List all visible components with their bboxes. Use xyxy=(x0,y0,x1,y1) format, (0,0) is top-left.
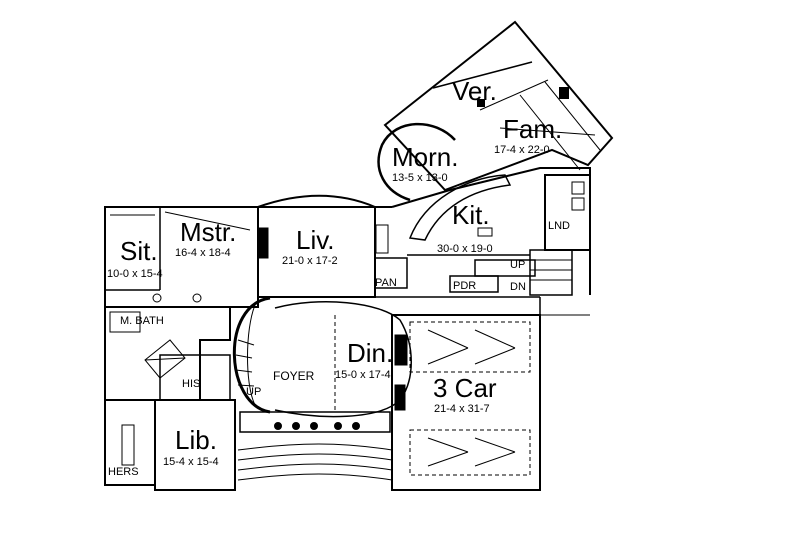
living-size: 21-0 x 17-2 xyxy=(282,255,338,267)
living-label: Liv. xyxy=(296,225,335,255)
foyer-stair xyxy=(232,296,271,414)
veranda-label: Ver. xyxy=(452,76,497,106)
hers-closet-label: HERS xyxy=(108,466,139,478)
family-size: 17-4 x 22-0 xyxy=(494,144,550,156)
garage-size: 21-4 x 31-7 xyxy=(434,403,490,415)
garage-walls xyxy=(391,314,541,491)
laundry-walls xyxy=(544,174,591,251)
powder-label: PDR xyxy=(453,280,476,292)
sitting-size: 10-0 x 15-4 xyxy=(107,268,163,280)
sitting-label: Sit. xyxy=(120,236,158,266)
dining-size: 15-0 x 17-4 xyxy=(335,369,391,381)
dining-label: Din. xyxy=(347,338,393,368)
library-size: 15-4 x 15-4 xyxy=(163,456,219,468)
foyer-dining-oval xyxy=(274,301,412,418)
morning-label: Morn. xyxy=(392,142,458,172)
morning-size: 13-5 x 13-0 xyxy=(392,172,448,184)
veranda-wing-outline xyxy=(383,20,614,192)
family-label: Fam. xyxy=(503,114,562,144)
kitchen-island xyxy=(408,174,512,241)
foyer-stair-up-label: UP xyxy=(246,386,261,398)
pantry-label: PAN xyxy=(375,277,397,289)
his-closet-label: HIS xyxy=(182,378,200,390)
laundry-label: LND xyxy=(548,220,570,232)
kitchen-label: Kit. xyxy=(452,200,490,230)
library-label: Lib. xyxy=(175,425,217,455)
master-bath-label: M. BATH xyxy=(120,315,164,327)
room-labels: Ver. Fam. 17-4 x 22-0 Morn. 13-5 x 13-0 … xyxy=(107,76,570,478)
foyer-label: FOYER xyxy=(273,369,315,383)
master-label: Mstr. xyxy=(180,217,236,247)
kitchen-stair-down-label: DN xyxy=(510,281,526,293)
garage-label: 3 Car xyxy=(433,373,497,403)
kitchen-stair-up-label: UP xyxy=(510,259,525,271)
kitchen-size: 30-0 x 19-0 xyxy=(437,243,493,255)
master-size: 16-4 x 18-4 xyxy=(175,247,231,259)
morning-bay-wall xyxy=(377,122,456,202)
walls xyxy=(104,20,614,491)
